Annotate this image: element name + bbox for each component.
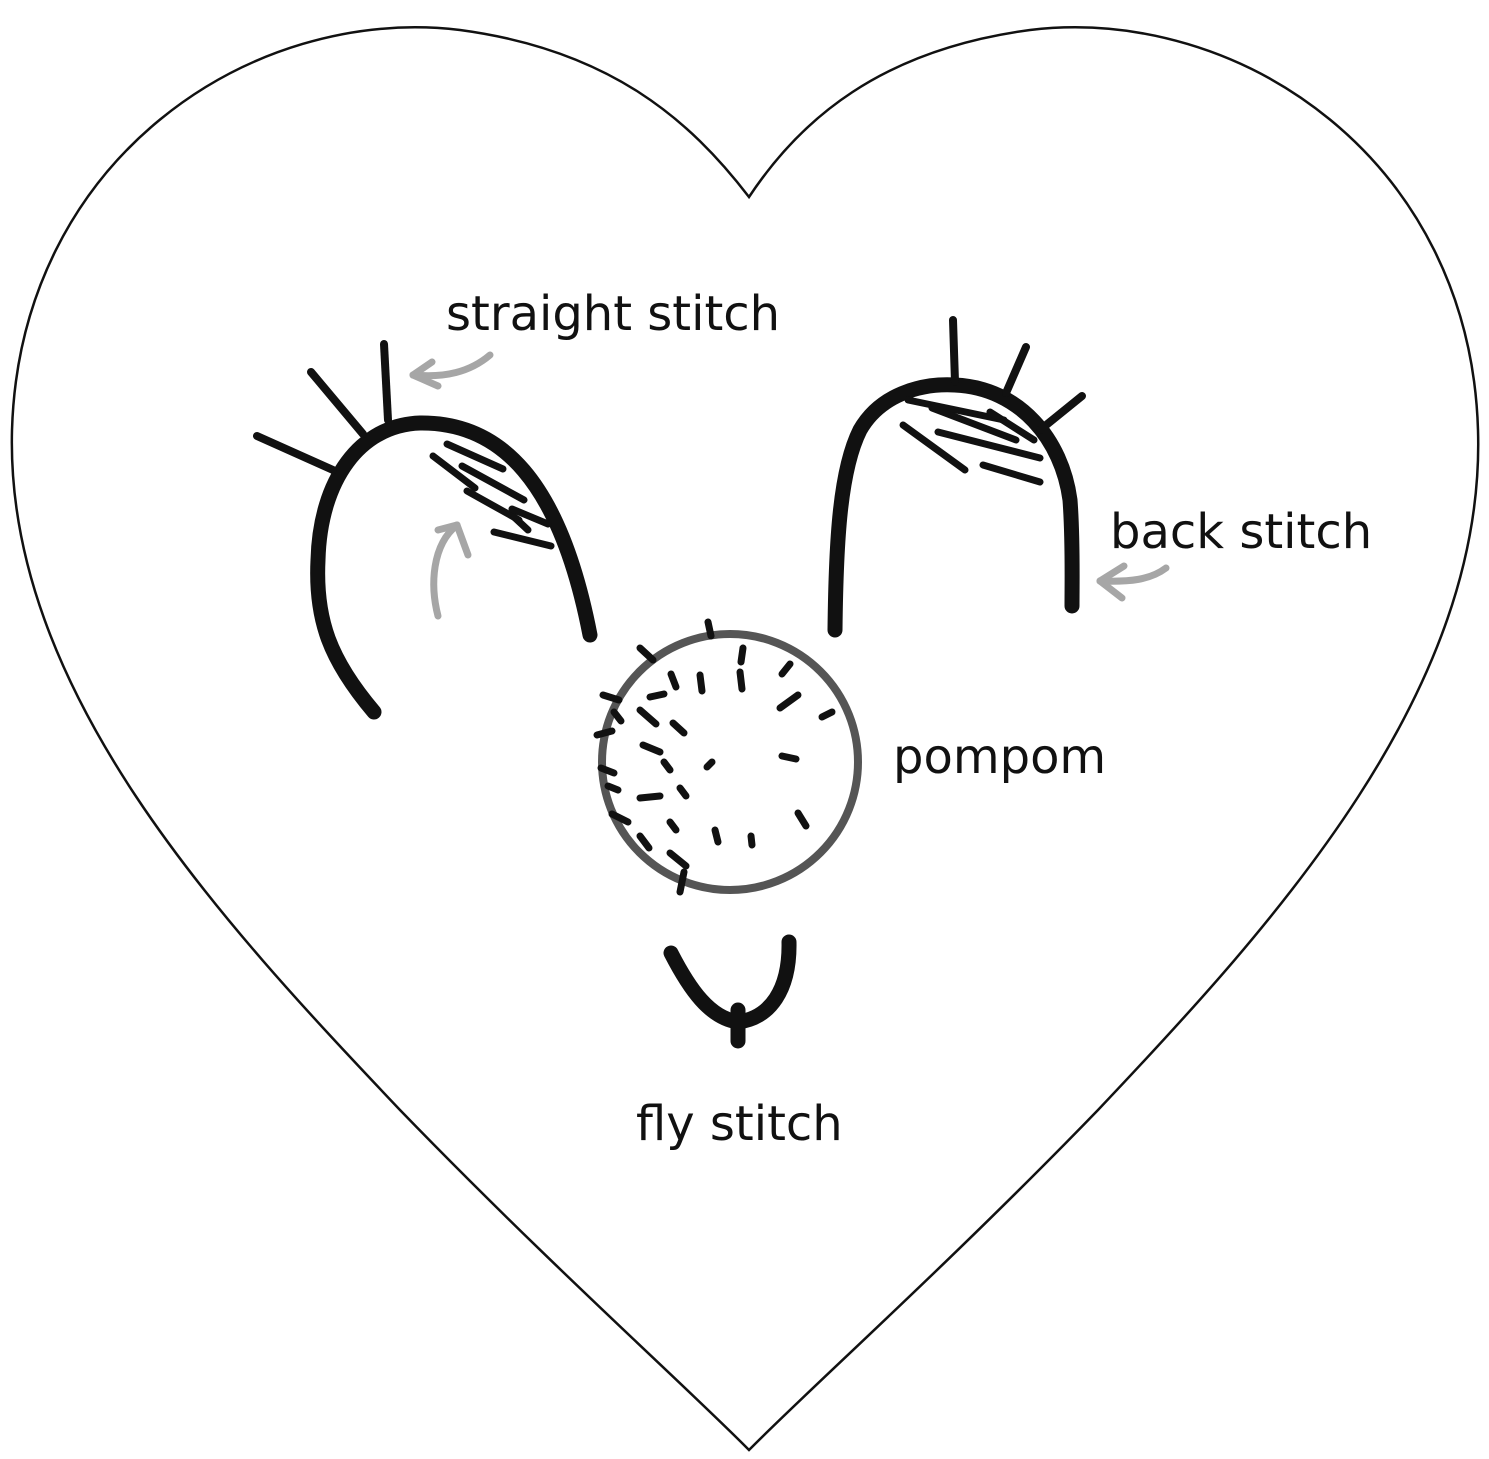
left-ear [257, 344, 590, 712]
right-ear-fill-stitch-3 [903, 425, 965, 470]
curved-arrow-icon [434, 525, 457, 616]
straight-stitch-label: straight stitch [446, 290, 780, 338]
right-ear-straight-stitch-1 [953, 320, 955, 382]
left-ear-fill-stitch-6 [494, 532, 551, 546]
right-ear-straight-stitch-2 [1006, 347, 1026, 393]
pompom-label: pompom [893, 733, 1106, 781]
ear-arrow [434, 525, 468, 616]
back-stitch-label: back stitch [1110, 508, 1372, 556]
left-ear-fill-stitch-7 [514, 517, 528, 530]
left-ear-straight-stitch-2 [311, 372, 363, 434]
left-ear-straight-stitch-3 [384, 344, 388, 420]
right-ear [835, 320, 1082, 630]
pompom [597, 622, 858, 892]
right-ear-fill-stitch-6 [983, 465, 1040, 482]
left-ear-straight-stitch-1 [257, 436, 333, 470]
left-ear-arch [318, 423, 590, 712]
straight-stitch-arrow [413, 355, 490, 386]
right-ear-straight-stitch-3 [1040, 396, 1082, 430]
back-stitch-arrow [1100, 566, 1166, 598]
pompom-ring [602, 634, 858, 890]
heart-outline [12, 27, 1478, 1450]
fly-stitch-label: fly stitch [636, 1100, 843, 1148]
fly-stitch [671, 942, 789, 1041]
right-ear-arch [835, 385, 1072, 630]
pompom-tufts [597, 622, 832, 892]
fly-stitch-v [671, 942, 789, 1022]
